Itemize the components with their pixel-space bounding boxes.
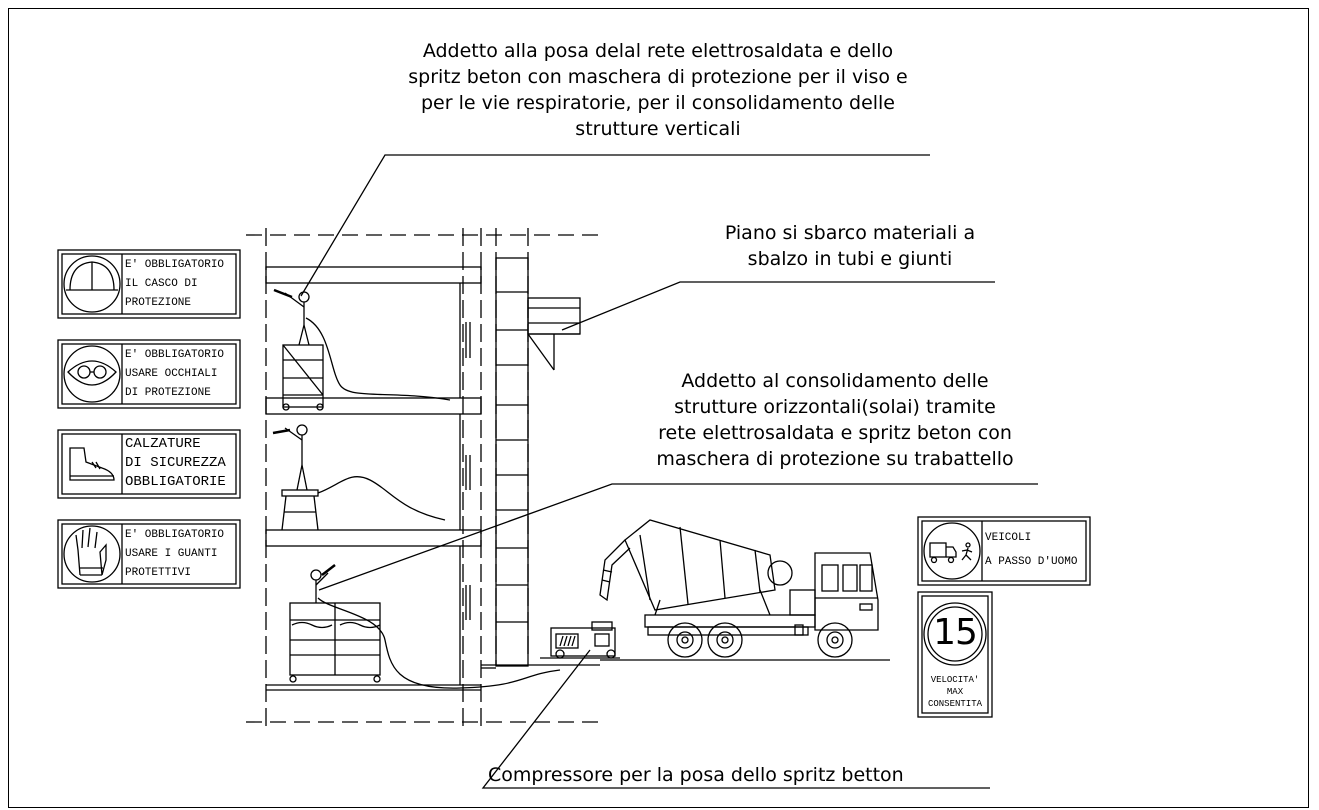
landing-platform: [527, 297, 581, 335]
truck-mixer: [599, 519, 890, 661]
callout-shotcrete-horizontal: Addetto al consolidamento delle struttur…: [615, 368, 1055, 472]
sign-line: MAX: [946, 687, 964, 697]
callout-line: rete elettrosaldata e spritz beton con: [658, 422, 1012, 444]
speed-limit-icon: [923, 602, 987, 666]
sign-line: USARE OCCHIALI: [125, 368, 218, 380]
callout-line: maschera di protezione su trabattello: [656, 448, 1014, 470]
slab-3: [265, 266, 482, 284]
sign-line: VELOCITA': [930, 675, 980, 685]
sign-speed-text: VELOCITA' MAX CONSENTITA: [922, 674, 988, 710]
sign-line: CALZATURE: [125, 436, 201, 452]
sign-goggles-text: E' OBBLIGATORIO USARE OCCHIALI DI PROTEZ…: [125, 346, 224, 403]
sign-line: E' OBBLIGATORIO: [125, 349, 225, 361]
sign-line: E' OBBLIGATORIO: [125, 529, 225, 541]
boot-icon: [69, 447, 115, 481]
scaffold-tower: [495, 257, 529, 667]
sign-frames: [57, 249, 1091, 718]
slab-2: [265, 397, 482, 415]
truck-cab: [814, 552, 879, 631]
sign-line: OBBLIGATORIE: [125, 474, 226, 490]
leader-horizontal: [318, 483, 1038, 591]
callout-landing-platform: Piano si sbarco materiali a sbalzo in tu…: [680, 220, 1020, 272]
callout-line: Addetto alla posa delal rete elettrosald…: [422, 40, 894, 62]
leader-vertical: [300, 154, 930, 297]
sign-line: VEICOLI: [985, 532, 1032, 544]
sign-gloves-text: E' OBBLIGATORIO USARE I GUANTI PROTETTIV…: [125, 526, 224, 583]
callout-line: spritz beton con maschera di protezione …: [408, 66, 908, 88]
truck-pedestrian-icon: [923, 522, 981, 580]
sign-helmet-text: E' OBBLIGATORIO IL CASCO DI PROTEZIONE: [125, 256, 224, 313]
callout-line: Piano si sbarco materiali a: [724, 222, 976, 244]
callout-line: sbalzo in tubi e giunti: [747, 248, 953, 270]
sign-line: E' OBBLIGATORIO: [125, 259, 225, 271]
glove-icon: [63, 525, 121, 583]
callout-line: strutture verticali: [575, 118, 741, 140]
leader-platform: [561, 281, 995, 331]
sign-line: CONSENTITA: [927, 699, 982, 709]
callout-shotcrete-vertical: Addetto alla posa delal rete elettrosald…: [358, 38, 958, 142]
callout-line: per le vie respiratorie, per il consolid…: [420, 92, 896, 114]
sign-line: PROTEZIONE: [125, 297, 192, 309]
small-scaffold: [282, 344, 324, 408]
leader-lines: [300, 154, 1038, 789]
sign-vehicles-text: VEICOLI A PASSO D'UOMO: [985, 526, 1077, 574]
drawing-frame: [8, 8, 1309, 808]
building: [246, 228, 600, 730]
goggles-icon: [63, 345, 121, 403]
slab-1: [265, 529, 482, 547]
sign-line: A PASSO D'UOMO: [985, 556, 1078, 568]
callout-line: strutture orizzontali(solai) tramite: [674, 396, 996, 418]
sign-line: DI PROTEZIONE: [125, 387, 211, 399]
callout-line: Compressore per la posa dello spritz bet…: [488, 764, 904, 786]
compressor: [540, 621, 620, 659]
callout-line: Addetto al consolidamento delle: [681, 370, 989, 392]
sign-line: USARE I GUANTI: [125, 548, 218, 560]
leader-compressor: [481, 649, 990, 789]
callout-compressor: Compressore per la posa dello spritz bet…: [488, 762, 1008, 788]
sign-line: PROTETTIVI: [125, 567, 192, 579]
worker-mobile-tower: [289, 564, 561, 689]
helmet-icon: [63, 255, 121, 313]
trestle-top: [281, 489, 319, 497]
worker-scaffold-top: [273, 288, 451, 411]
speed-limit-value: 15: [933, 612, 978, 653]
worker-trestle-middle: [272, 424, 446, 531]
sign-line: DI SICUREZZA: [125, 455, 226, 471]
sign-shoes-text: CALZATURE DI SICUREZZA OBBLIGATORIE: [125, 435, 226, 492]
sign-line: IL CASCO DI: [125, 278, 198, 290]
